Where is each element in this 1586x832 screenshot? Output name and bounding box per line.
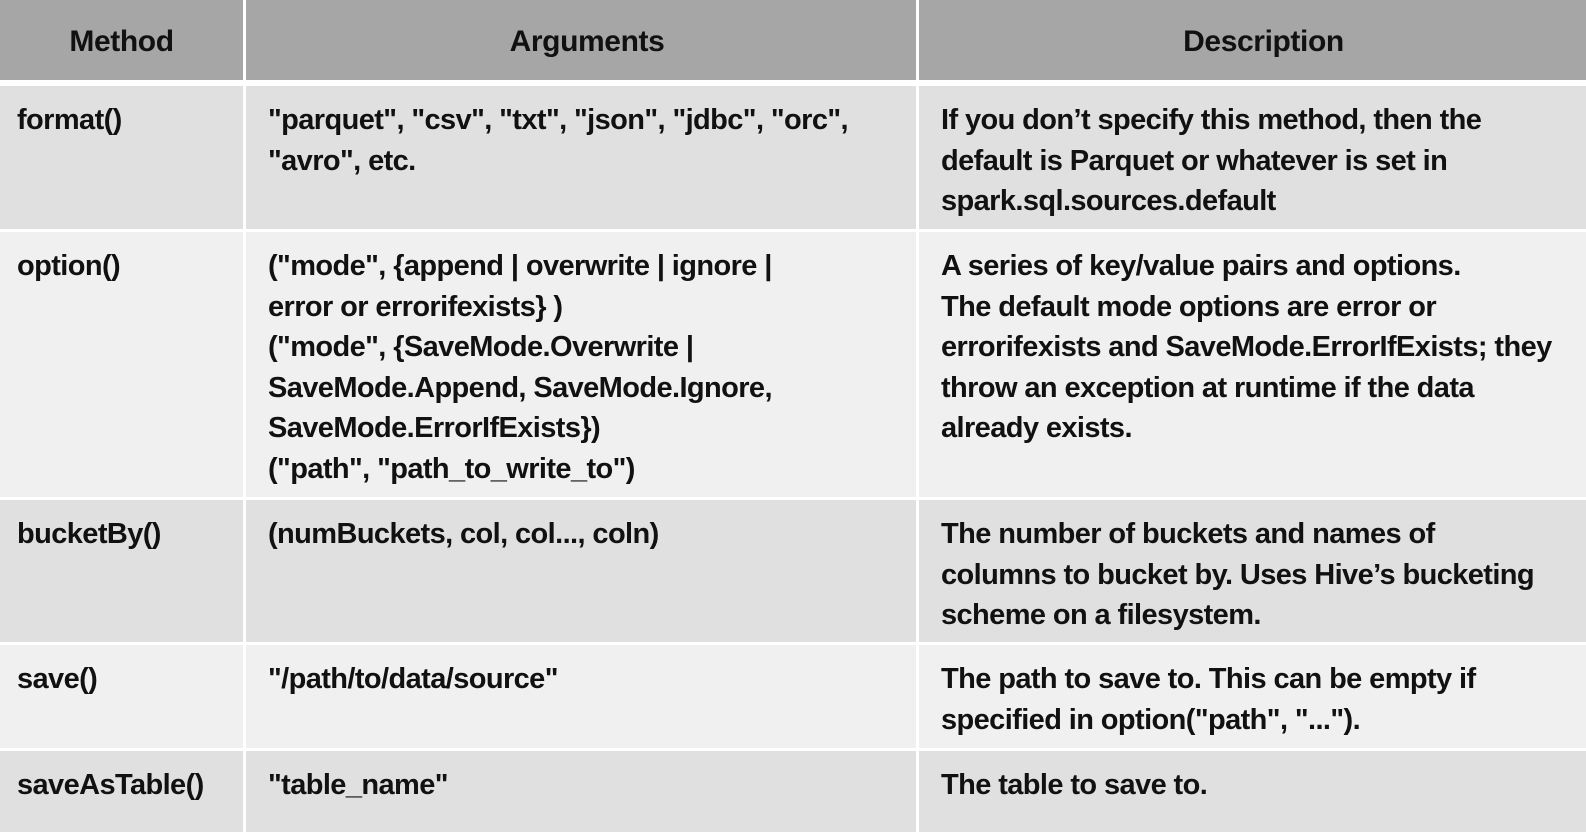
arguments-line: SaveMode.Append, SaveMode.Ignore, — [268, 371, 773, 404]
header-arguments: Arguments — [246, 0, 919, 86]
description-line: already exists. — [941, 412, 1133, 444]
description-line: spark.sql.sources.default — [941, 185, 1276, 217]
description-line: The number of buckets and names of — [941, 518, 1435, 550]
arguments-line: "avro", etc. — [268, 144, 416, 177]
description-line: default is Parquet or whatever is set in — [941, 144, 1448, 177]
arguments-line: ("path", "path_to_write_to") — [268, 452, 635, 485]
arguments-line: ("mode", {SaveMode.Overwrite | — [268, 331, 694, 363]
description-line: The path to save to. This can be empty i… — [941, 663, 1476, 695]
table-row-method: saveAsTable() — [0, 751, 246, 832]
table-row-description: The table to save to. — [919, 751, 1586, 832]
arguments-line: "parquet", "csv", "txt", "json", "jdbc",… — [268, 104, 849, 136]
table-row-method: save() — [0, 645, 246, 751]
table-row-arguments: "table_name" — [246, 751, 919, 832]
description-line: throw an exception at runtime if the dat… — [941, 371, 1475, 404]
table-row-description: A series of key/value pairs and options.… — [919, 232, 1586, 500]
table-row-arguments: ("mode", {append | overwrite | ignore | … — [246, 232, 919, 500]
table-row-method: bucketBy() — [0, 500, 246, 645]
arguments-line: "table_name" — [268, 769, 448, 801]
header-method: Method — [0, 0, 246, 86]
arguments-line: SaveMode.ErrorIfExists}) — [268, 412, 601, 444]
table-row-arguments: "/path/to/data/source" — [246, 645, 919, 751]
table-row-arguments: (numBuckets, col, col..., coln) — [246, 500, 919, 645]
table-row-description: The path to save to. This can be empty i… — [919, 645, 1586, 751]
table-row-arguments: "parquet", "csv", "txt", "json", "jdbc",… — [246, 86, 919, 232]
description-line: errorifexists and SaveMode.ErrorIfExists… — [941, 331, 1552, 363]
table-row-method: format() — [0, 86, 246, 232]
table-row-description: If you don’t specify this method, then t… — [919, 86, 1586, 232]
description-line: A series of key/value pairs and options. — [941, 250, 1461, 282]
description-line: scheme on a filesystem. — [941, 599, 1261, 631]
header-description: Description — [919, 0, 1586, 86]
description-line: If you don’t specify this method, then t… — [941, 104, 1482, 136]
table-row-method: option() — [0, 232, 246, 500]
description-line: The default mode options are error or — [941, 290, 1437, 323]
arguments-line: ("mode", {append | overwrite | ignore | — [268, 250, 772, 282]
description-line: columns to bucket by. Uses Hive’s bucket… — [941, 558, 1535, 591]
description-line: The table to save to. — [941, 769, 1208, 801]
description-line: specified in option("path", "..."). — [941, 703, 1361, 736]
arguments-line: "/path/to/data/source" — [268, 663, 558, 695]
arguments-line: error or errorifexists} ) — [268, 290, 563, 323]
table-row-description: The number of buckets and names of colum… — [919, 500, 1586, 645]
arguments-line: (numBuckets, col, col..., coln) — [268, 518, 659, 550]
